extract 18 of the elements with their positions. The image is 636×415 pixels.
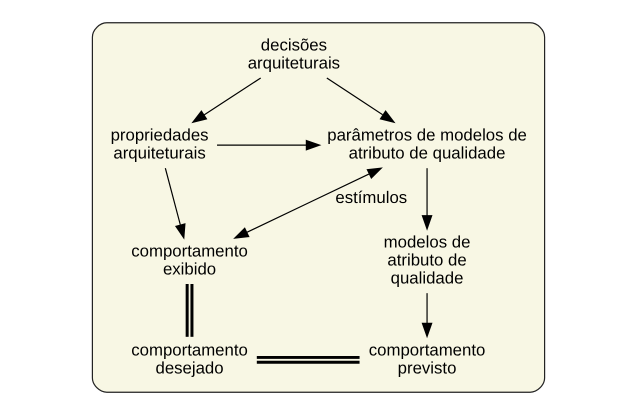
cluster — [91, 22, 545, 393]
arrow — [326, 78, 396, 124]
node-text: comportamento previsto — [368, 340, 485, 378]
node-text: decisões arquiteturais — [247, 36, 340, 73]
node-text: comportamento exibido — [130, 241, 248, 278]
arrow — [190, 78, 261, 124]
node-text: comportamento desejado — [130, 340, 248, 378]
node-text: propriedades arquiteturais — [110, 126, 208, 163]
connector — [256, 356, 360, 364]
arrow — [232, 167, 382, 239]
arrow — [421, 168, 432, 231]
arrow — [164, 168, 186, 240]
node-text: modelos de atributo de qualidade — [383, 232, 470, 288]
arrow — [421, 293, 432, 338]
arrow — [216, 140, 321, 151]
edge-label: estímulos — [334, 188, 407, 207]
connector — [185, 284, 193, 337]
node-text: parâmetros de modelos de atributo de qualidade — [326, 126, 526, 163]
